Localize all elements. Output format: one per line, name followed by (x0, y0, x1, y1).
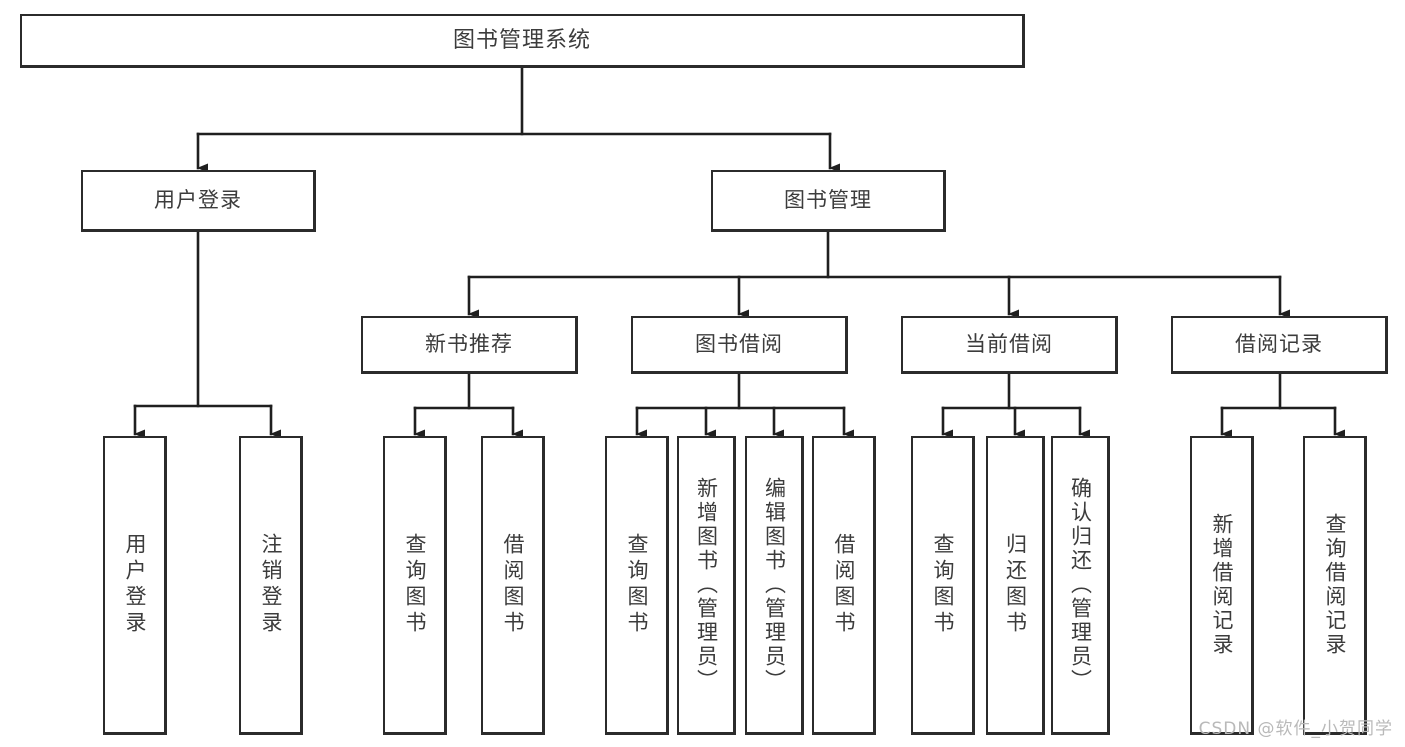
node-label: 归还图书 (1003, 533, 1028, 637)
csdn-watermark: CSDN @软件_小贺同学 (1198, 719, 1393, 739)
node-label: 借阅记录 (1235, 332, 1323, 357)
node-leaf-6[interactable]: 编辑图书（管理员） (745, 436, 804, 735)
node-level2-0[interactable]: 用户登录 (81, 170, 316, 232)
node-label: 图书借阅 (695, 332, 783, 357)
node-label: 查询借阅记录 (1323, 513, 1347, 657)
node-level2-1[interactable]: 图书管理 (711, 170, 946, 232)
node-leaf-8[interactable]: 查询图书 (911, 436, 975, 735)
node-leaf-11[interactable]: 新增借阅记录 (1190, 436, 1254, 735)
node-leaf-7[interactable]: 借阅图书 (812, 436, 876, 735)
node-leaf-9[interactable]: 归还图书 (986, 436, 1045, 735)
node-label: 注销登录 (259, 533, 283, 637)
node-label: 用户登录 (123, 533, 147, 637)
node-label: 查询图书 (403, 533, 427, 637)
node-leaf-1[interactable]: 注销登录 (239, 436, 303, 735)
node-label: 图书管理系统 (452, 27, 591, 53)
node-label: 编辑图书（管理员） (762, 477, 787, 693)
node-label: 借阅图书 (501, 533, 525, 637)
node-level3-3[interactable]: 借阅记录 (1171, 316, 1388, 374)
node-root[interactable]: 图书管理系统 (20, 14, 1025, 68)
node-label: 图书管理 (784, 188, 872, 213)
node-leaf-10[interactable]: 确认归还（管理员） (1051, 436, 1110, 735)
node-level3-2[interactable]: 当前借阅 (901, 316, 1118, 374)
node-leaf-3[interactable]: 借阅图书 (481, 436, 545, 735)
node-level3-1[interactable]: 图书借阅 (631, 316, 848, 374)
node-label: 新增借阅记录 (1210, 513, 1234, 657)
node-leaf-4[interactable]: 查询图书 (605, 436, 669, 735)
node-leaf-0[interactable]: 用户登录 (103, 436, 167, 735)
node-label: 当前借阅 (965, 332, 1053, 357)
node-leaf-2[interactable]: 查询图书 (383, 436, 447, 735)
node-level3-0[interactable]: 新书推荐 (361, 316, 578, 374)
node-label: 确认归还（管理员） (1068, 477, 1093, 693)
node-label: 用户登录 (154, 188, 242, 213)
node-label: 查询图书 (625, 533, 649, 637)
node-label: 新书推荐 (425, 332, 513, 357)
node-label: 查询图书 (931, 533, 955, 637)
node-leaf-12[interactable]: 查询借阅记录 (1303, 436, 1367, 735)
node-leaf-5[interactable]: 新增图书（管理员） (677, 436, 736, 735)
node-label: 新增图书（管理员） (694, 477, 719, 693)
node-label: 借阅图书 (832, 533, 856, 637)
